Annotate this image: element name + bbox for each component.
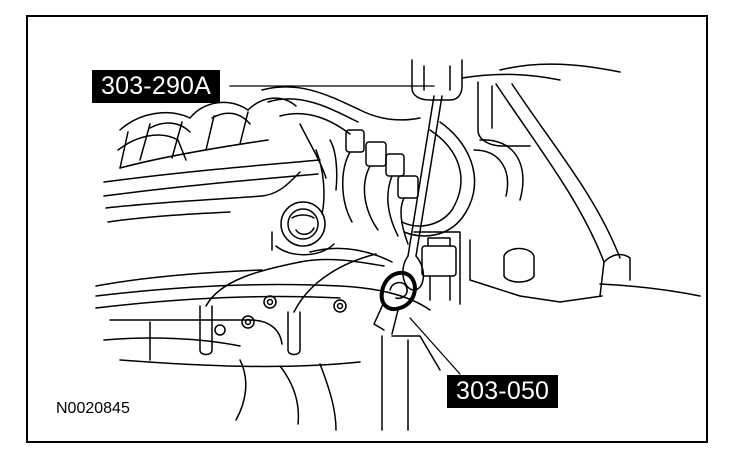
- leader-303-050: [409, 317, 461, 375]
- injector-connectors: [315, 129, 419, 245]
- wiring-harness: [261, 86, 524, 237]
- intake-manifold: [117, 97, 297, 169]
- upper-bracket: [411, 59, 621, 147]
- callout-303-050: 303-050: [447, 375, 559, 408]
- sensor-connector: [413, 231, 461, 305]
- callout-303-290A: 303-290A: [92, 70, 221, 103]
- valve-cover: [95, 269, 441, 431]
- figure-number: N0020845: [56, 400, 130, 417]
- plug-wires: [199, 247, 393, 356]
- fuel-rail: [103, 159, 321, 223]
- oil-filler-cap: [271, 201, 335, 256]
- tool-303-050: [373, 270, 417, 335]
- bolts: [214, 295, 347, 336]
- tool-303-290A: [402, 95, 443, 291]
- cowl-panel: [469, 83, 701, 303]
